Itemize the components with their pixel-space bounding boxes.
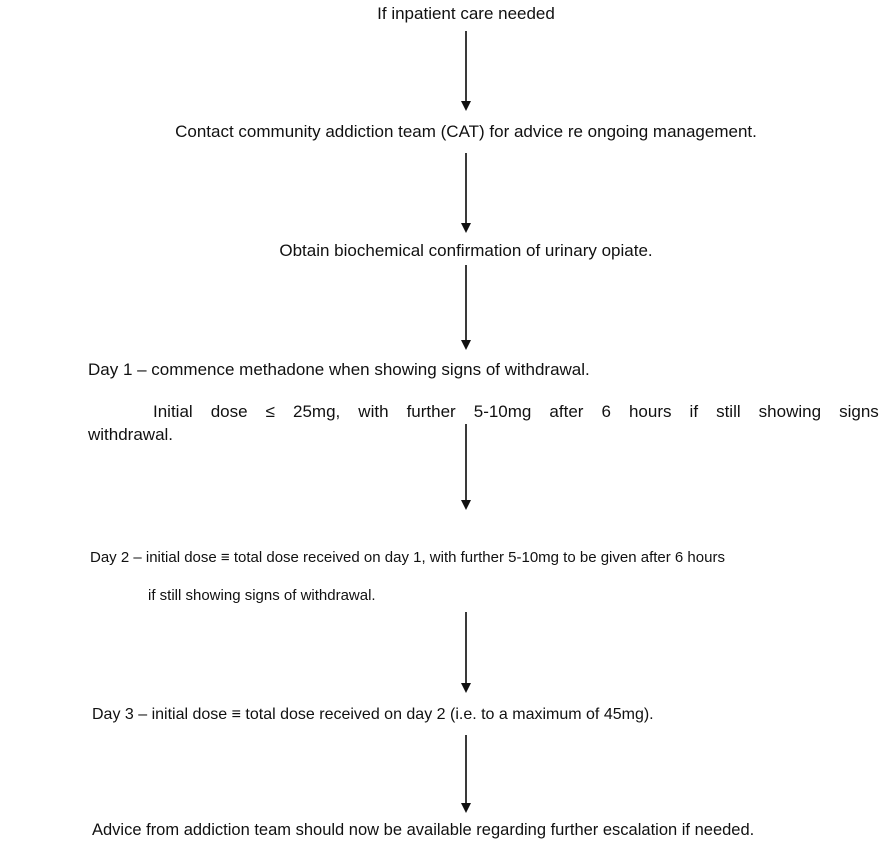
arrow-stem	[465, 31, 467, 103]
step-advice-available: Advice from addiction team should now be…	[92, 821, 755, 839]
arrow-head	[460, 803, 471, 813]
step-day3: Day 3 – initial dose ≡ total dose receiv…	[92, 706, 654, 723]
step-day2-wrap: if still showing signs of withdrawal.	[148, 587, 376, 604]
step-day2-heading: Day 2 – initial dose ≡ total dose receiv…	[90, 549, 725, 566]
arrow-stem	[465, 612, 467, 685]
arrow-head	[460, 500, 471, 510]
step-biochemical-confirmation: Obtain biochemical confirmation of urina…	[279, 241, 653, 260]
arrow-stem	[465, 153, 467, 225]
arrow-down-icon	[460, 612, 472, 693]
arrow-down-icon	[460, 31, 472, 111]
arrow-down-icon	[460, 153, 472, 233]
arrow-stem	[465, 735, 467, 805]
arrow-down-icon	[460, 424, 472, 510]
arrow-head	[460, 101, 471, 111]
arrow-head	[460, 683, 471, 693]
arrow-stem	[465, 265, 467, 342]
step-day1-heading: Day 1 – commence methadone when showing …	[88, 360, 590, 379]
arrow-down-icon	[460, 735, 472, 813]
arrow-head	[460, 340, 471, 350]
step-day1-initial-dose: Initial dose ≤ 25mg, with further 5-10mg…	[153, 402, 893, 421]
step-day1-wrap: withdrawal.	[88, 425, 174, 444]
arrow-down-icon	[460, 265, 472, 350]
arrow-stem	[465, 424, 467, 502]
arrow-head	[460, 223, 471, 233]
step-inpatient-care-needed: If inpatient care needed	[377, 4, 555, 23]
step-contact-addiction-team: Contact community addiction team (CAT) f…	[175, 122, 757, 141]
